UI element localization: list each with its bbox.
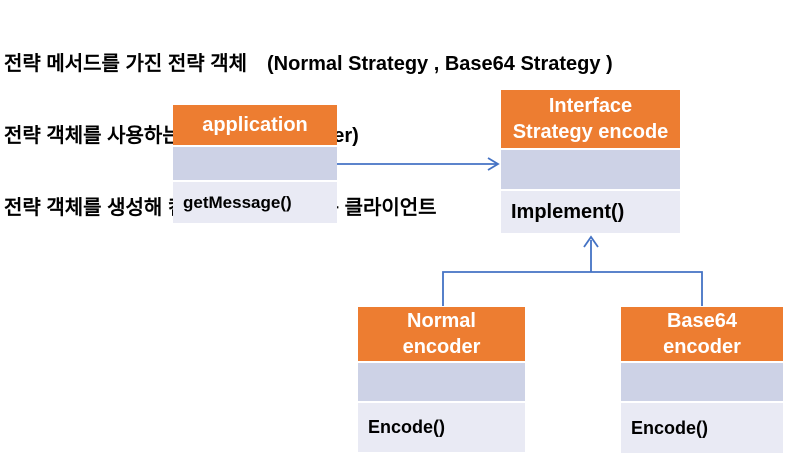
divider [358, 361, 525, 363]
attributes-band-normal-encoder [358, 363, 525, 401]
attributes-band-interface [501, 150, 680, 189]
method-label: Encode() [631, 417, 709, 438]
divider [621, 401, 783, 403]
caption-line-1: 전략 메서드를 가진 전략 객체 (Normal Strategy , Base… [4, 53, 613, 75]
class-title-line-1: Interface [548, 95, 633, 117]
methods-band-application: getMessage() [173, 182, 337, 223]
divider [173, 145, 337, 147]
class-title-line-2: encoder [402, 336, 481, 358]
divider [501, 148, 680, 150]
methods-band-interface: Implement() [501, 191, 680, 233]
methods-band-normal-encoder: Encode() [358, 403, 525, 452]
class-title-line-1: Normal [407, 310, 476, 332]
class-title-line-2: Strategy encode [512, 121, 669, 143]
class-title: application [202, 114, 308, 136]
class-box-interface-strategy-encode: Interface Strategy encode Implement() [501, 90, 680, 233]
class-title-line-2: encoder [663, 336, 741, 358]
divider [501, 189, 680, 191]
class-box-normal-encoder: Normal encoder Encode() [358, 307, 525, 452]
class-header-application: application [173, 105, 337, 145]
divider [621, 361, 783, 363]
divider [358, 401, 525, 403]
attributes-band-application [173, 147, 337, 180]
method-label: Encode() [368, 417, 446, 437]
class-header-normal-encoder: Normal encoder [358, 307, 525, 361]
class-header-interface: Interface Strategy encode [501, 90, 680, 148]
divider [173, 180, 337, 182]
method-label: Implement() [511, 200, 625, 223]
class-box-application: application getMessage() [173, 105, 337, 223]
class-title-line-1: Base64 [666, 310, 738, 332]
attributes-band-base64-encoder [621, 363, 783, 401]
method-label: getMessage() [183, 192, 292, 212]
class-header-base64-encoder: Base64 encoder [621, 307, 783, 361]
methods-band-base64-encoder: Encode() [621, 403, 783, 453]
class-box-base64-encoder: Base64 encoder Encode() [621, 307, 783, 453]
